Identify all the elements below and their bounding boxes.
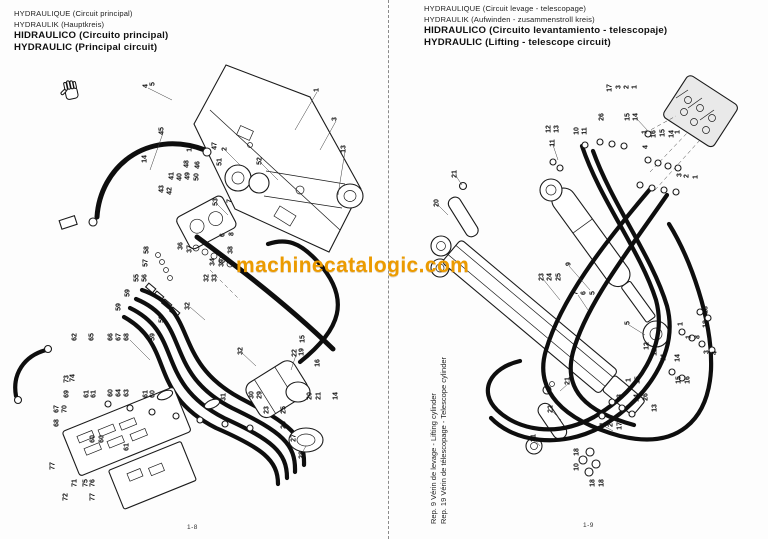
header-line-de: HYDRAULIK (Aufwinden - zusammenstroll kr… bbox=[424, 14, 595, 24]
leader-lines bbox=[437, 118, 649, 447]
manifold-plate bbox=[62, 387, 191, 476]
header-line-de: HYDRAULIK (Hauptkreis) bbox=[14, 19, 105, 29]
watermark: machinecatalogic.com bbox=[236, 254, 470, 277]
header-line-es: HIDRAULICO (Circuito levantamiento - tel… bbox=[424, 25, 668, 36]
header-line-en: HYDRAULIC (Lifting - telescope circuit) bbox=[424, 37, 611, 48]
union-fittings-row bbox=[104, 389, 254, 432]
return-hose bbox=[265, 239, 340, 365]
header-line-en: HYDRAULIC (Principal circuit) bbox=[14, 42, 158, 53]
main-pressure-hose bbox=[194, 234, 336, 352]
hydraulic-tank bbox=[193, 64, 362, 253]
right-page-number: 1-9 bbox=[583, 522, 594, 529]
filler-strainer-assembly bbox=[224, 164, 364, 209]
lifting-cylinder bbox=[539, 178, 670, 348]
control-valve-block bbox=[644, 75, 738, 191]
left-page-header: HYDRAULIQUE (Circuit principal) HYDRAULI… bbox=[14, 9, 168, 54]
right-page-header: HYDRAULIQUE (Circuit levage - telescopag… bbox=[424, 4, 667, 49]
left-diagram-main-circuit bbox=[13, 64, 364, 510]
hand-cursor-icon bbox=[60, 80, 79, 100]
header-line-es: HIDRAULICO (Circuito principal) bbox=[14, 30, 169, 41]
left-page-number: 1-8 bbox=[187, 524, 198, 531]
gear-pump bbox=[245, 360, 324, 453]
tube-fittings bbox=[549, 130, 716, 477]
header-line-fr: HYDRAULIQUE (Circuit levage - telescopag… bbox=[424, 4, 587, 13]
cover-plate bbox=[108, 441, 197, 510]
elbow-hose bbox=[13, 347, 49, 399]
leader-lines bbox=[129, 87, 346, 454]
page-fold-line bbox=[388, 0, 389, 539]
right-diagram-lift-telescope bbox=[430, 75, 738, 477]
header-line-fr: HYDRAULIQUE (Circuit principal) bbox=[14, 9, 133, 18]
suction-hose bbox=[94, 141, 208, 220]
pump-valve-cluster bbox=[155, 195, 237, 281]
